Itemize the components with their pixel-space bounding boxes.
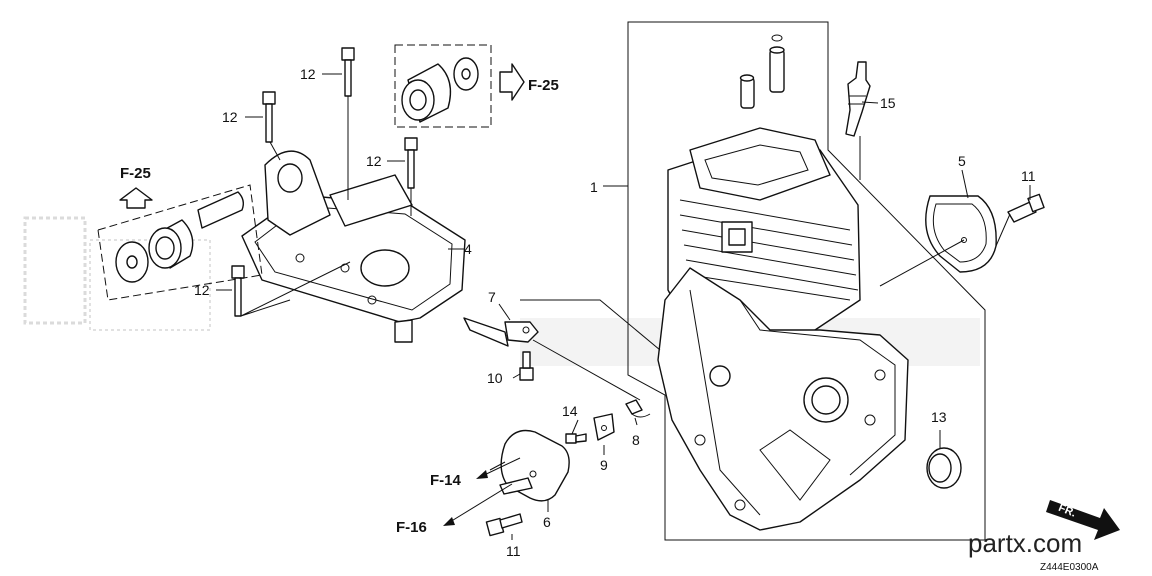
ref-f25-top: F-25 bbox=[528, 77, 559, 94]
callout-12-top: 12 bbox=[300, 66, 316, 82]
wire-clip[interactable] bbox=[625, 399, 651, 418]
flange-bolt-12-bottom[interactable] bbox=[231, 265, 245, 317]
callout-8: 8 bbox=[632, 432, 640, 448]
callout-12-middle: 12 bbox=[366, 153, 382, 169]
ref-f25-left: F-25 bbox=[120, 165, 151, 182]
callout-15: 15 bbox=[880, 95, 896, 111]
callout-13: 13 bbox=[931, 409, 947, 425]
bearing-group-top[interactable] bbox=[394, 44, 492, 128]
callout-7: 7 bbox=[488, 289, 496, 305]
flange-bolt-11-bottom[interactable] bbox=[485, 513, 523, 537]
watermark-text: partx.com bbox=[968, 528, 1082, 558]
bracket-plate[interactable] bbox=[593, 413, 615, 441]
arrow-f14 bbox=[476, 457, 521, 479]
flange-bolt-12-left[interactable] bbox=[262, 91, 276, 143]
callout-11-bottom: 11 bbox=[506, 543, 521, 559]
diagram-code: Z444E0300A bbox=[1040, 562, 1099, 573]
callout-10: 10 bbox=[487, 370, 503, 386]
ref-f16: F-16 bbox=[396, 519, 427, 536]
cylinder-assembly-outline bbox=[627, 21, 986, 541]
flange-bolt-12-middle[interactable] bbox=[404, 137, 418, 189]
arrow-f16 bbox=[443, 483, 513, 526]
flange-bolt-11-right[interactable] bbox=[1007, 193, 1045, 223]
callout-6: 6 bbox=[543, 514, 551, 530]
callout-12-left: 12 bbox=[222, 109, 238, 125]
callout-14: 14 bbox=[562, 403, 578, 419]
crankcase-body[interactable] bbox=[657, 267, 909, 531]
head-cover-gasket[interactable] bbox=[925, 195, 997, 273]
callout-1: 1 bbox=[590, 179, 598, 195]
screw-14[interactable] bbox=[565, 433, 587, 444]
callout-11-right: 11 bbox=[1021, 168, 1036, 184]
arrow-f25-top bbox=[499, 63, 525, 101]
bearing-group-left[interactable] bbox=[97, 184, 263, 301]
callout-9: 9 bbox=[600, 457, 608, 473]
callout-12-bottom: 12 bbox=[194, 282, 210, 298]
flange-bolt-12-top[interactable] bbox=[341, 47, 355, 97]
arrow-f25-left bbox=[119, 187, 153, 209]
leader-lines bbox=[216, 73, 1031, 540]
callout-labels: 1 4 5 6 7 8 9 10 11 11 12 12 12 12 13 14… bbox=[194, 66, 1036, 559]
callout-5: 5 bbox=[958, 153, 966, 169]
front-direction-arrow bbox=[1046, 500, 1120, 540]
oil-seal[interactable] bbox=[926, 447, 962, 489]
valve-lifter-pair[interactable] bbox=[739, 34, 785, 109]
ref-f14: F-14 bbox=[430, 472, 462, 489]
cylinder-head-cover[interactable] bbox=[241, 150, 466, 343]
spark-plug[interactable] bbox=[845, 61, 871, 137]
callout-4: 4 bbox=[464, 241, 472, 257]
cover-plate[interactable] bbox=[499, 429, 570, 502]
breather-tube[interactable] bbox=[463, 317, 539, 347]
